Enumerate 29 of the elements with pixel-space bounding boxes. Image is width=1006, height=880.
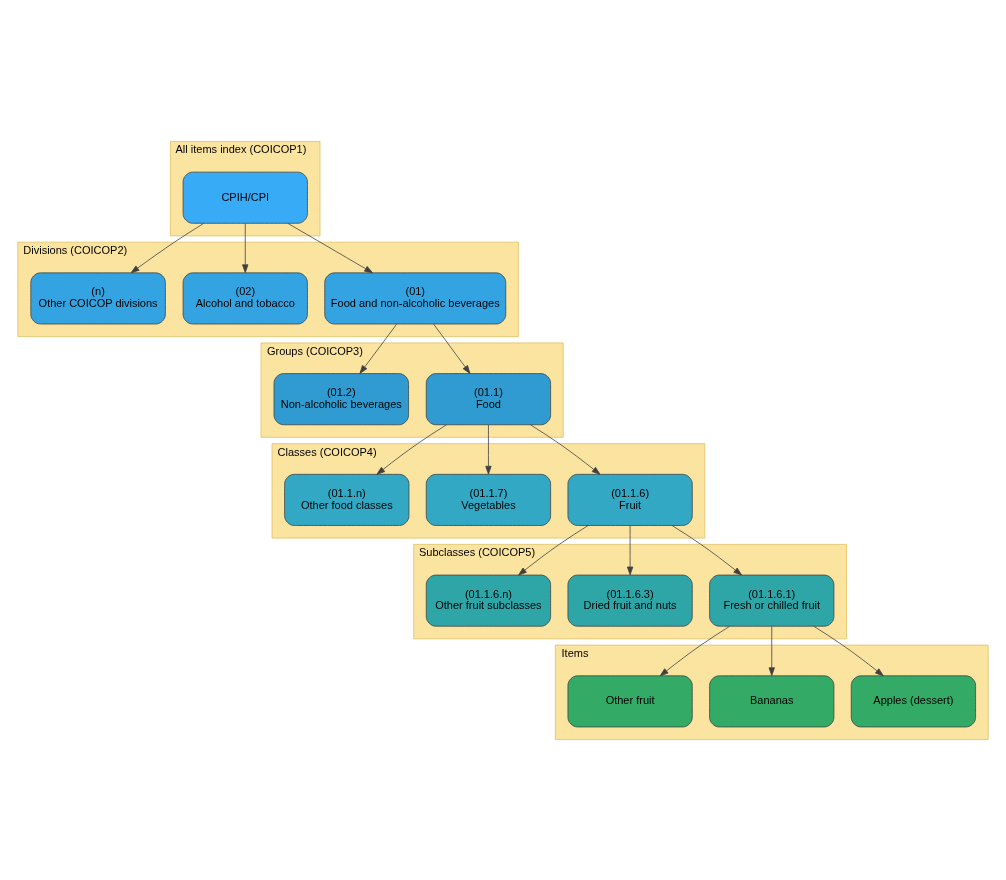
node-box: Apples (dessert)	[850, 674, 976, 727]
arrow	[659, 625, 731, 676]
arrow	[433, 323, 471, 374]
node-box: (01.1.6) Fruit	[567, 473, 693, 526]
node-box: (01.1.7) Vegetables	[425, 473, 551, 526]
arrow	[768, 625, 775, 676]
node-box: CPIH/CPI	[182, 171, 308, 224]
arrow	[530, 423, 601, 475]
arrow	[287, 222, 373, 273]
node-box: (01.1.n) Other food classes	[284, 473, 410, 526]
node-box: (01.1.6.1) Fresh or chilled fruit	[709, 574, 835, 627]
arrow	[130, 222, 205, 273]
node-box: (01.1.6.3) Dried fruit and nuts	[567, 574, 693, 627]
node-box: (02) Alcohol and tobacco	[182, 271, 308, 324]
node-box: (01) Food and non-alcoholic beverages	[324, 271, 507, 324]
arrow	[671, 524, 743, 575]
arrow	[242, 222, 249, 273]
node-box: (01.1) Food	[425, 372, 551, 425]
arrow	[518, 524, 589, 575]
node-box: Other fruit	[567, 674, 693, 727]
node-box: Bananas	[709, 674, 835, 727]
arrow	[359, 323, 397, 374]
arrow	[626, 524, 634, 575]
node-box: (n) Other COICOP divisions	[30, 271, 166, 324]
node-box: (01.2) Non-alcoholic beverages	[273, 372, 409, 425]
arrow	[376, 423, 447, 475]
arrow	[813, 625, 884, 676]
arrow	[485, 424, 492, 474]
node-box: (01.1.6.n) Other fruit subclasses	[425, 574, 551, 627]
